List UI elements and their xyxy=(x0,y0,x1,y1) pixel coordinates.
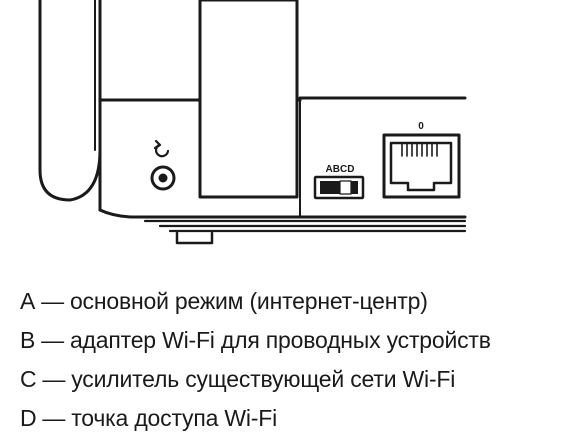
legend-dash: — xyxy=(41,327,64,353)
legend-item-d: D — точка доступа Wi-Fi xyxy=(20,399,570,438)
legend-item-c: C — усилитель существующей сети Wi-Fi xyxy=(20,360,570,399)
legend-text: адаптер Wi-Fi для проводных устройств xyxy=(69,327,491,353)
mode-legend: A — основной режим (интернет-центр) B — … xyxy=(20,282,570,438)
legend-item-b: B — адаптер Wi-Fi для проводных устройст… xyxy=(20,321,570,360)
legend-letter: C xyxy=(20,366,37,392)
legend-dash: — xyxy=(41,288,64,314)
router-body xyxy=(98,96,467,219)
reset-icon xyxy=(153,139,170,158)
legend-letter: B xyxy=(20,327,36,353)
ethernet-port xyxy=(382,133,461,199)
mode-switch xyxy=(313,175,365,200)
router-rear-panel-illustration: ABCD 0 xyxy=(38,0,467,245)
port-number-label: 0 xyxy=(418,121,424,132)
bottom-vents xyxy=(143,219,467,233)
legend-text: усилитель существующей сети Wi-Fi xyxy=(71,366,456,392)
legend-dash: — xyxy=(42,405,66,431)
switch-label: ABCD xyxy=(326,164,355,175)
left-antenna xyxy=(38,0,102,202)
legend-dash: — xyxy=(42,366,66,392)
device-foot xyxy=(175,231,214,245)
legend-letter: D xyxy=(20,405,37,431)
legend-letter: A xyxy=(20,288,36,314)
legend-item-a: A — основной режим (интернет-центр) xyxy=(20,282,570,321)
middle-antenna xyxy=(198,0,299,199)
reset-button xyxy=(150,165,176,191)
legend-text: основной режим (интернет-центр) xyxy=(69,288,428,314)
legend-text: точка доступа Wi-Fi xyxy=(71,405,278,431)
